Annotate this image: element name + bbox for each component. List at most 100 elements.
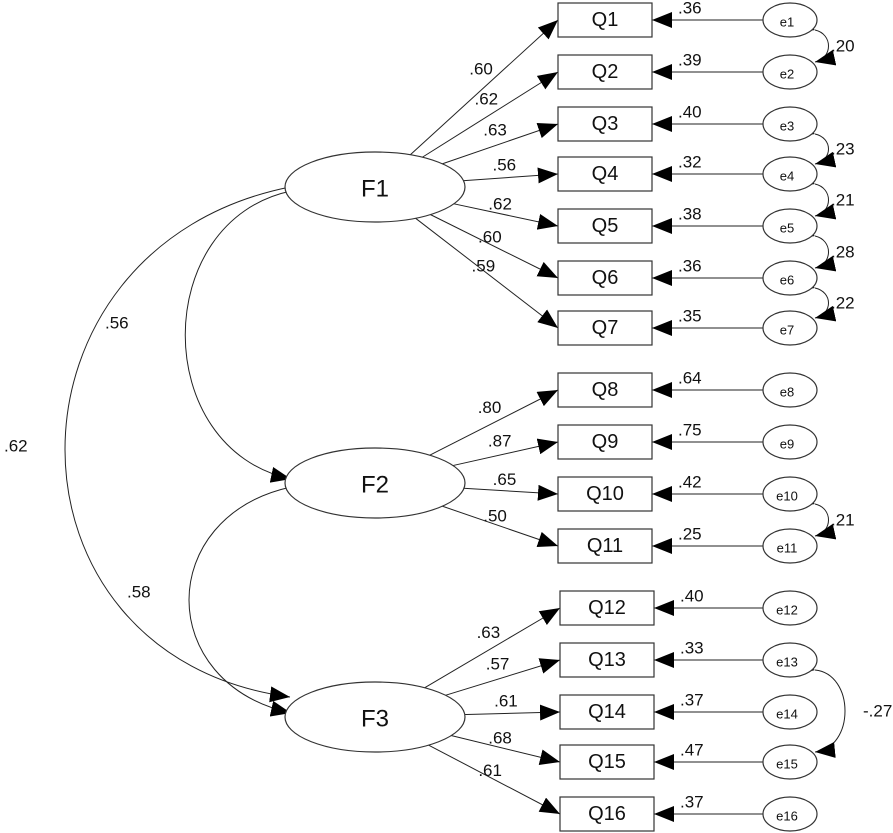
item-box bbox=[557, 372, 653, 408]
error-ellipse bbox=[762, 372, 818, 408]
loading-arrow bbox=[414, 216, 559, 329]
error-variance-label: .47 bbox=[680, 741, 704, 760]
error-ellipse bbox=[762, 476, 818, 512]
loading-arrow bbox=[450, 438, 559, 467]
factor-ellipse bbox=[284, 151, 466, 223]
factor-correlation-arc bbox=[184, 178, 313, 483]
error-variance-label: .37 bbox=[680, 691, 704, 710]
error-label: e10 bbox=[776, 489, 798, 504]
error-variance-label: .32 bbox=[678, 153, 702, 172]
loading-arrow bbox=[428, 213, 559, 279]
connector-layer bbox=[64, 11, 846, 822]
item-label: Q16 bbox=[588, 803, 626, 825]
factor-label: F2 bbox=[361, 472, 389, 499]
item-label: Q11 bbox=[587, 535, 623, 557]
error-covariance-arc bbox=[793, 275, 837, 322]
loading-arrow bbox=[440, 505, 559, 548]
item-box bbox=[557, 54, 653, 90]
loading-arrow bbox=[408, 19, 559, 157]
loading-label: .68 bbox=[488, 728, 512, 747]
error-ellipse bbox=[762, 208, 818, 244]
loading-label: .63 bbox=[483, 121, 507, 140]
error-label: e4 bbox=[780, 169, 794, 184]
node-layer bbox=[284, 2, 818, 832]
error-ellipse bbox=[762, 260, 818, 296]
item-box bbox=[559, 744, 655, 780]
loading-arrow bbox=[426, 743, 561, 815]
error-covariance-arc bbox=[793, 121, 837, 168]
error-covariance-arc bbox=[793, 223, 837, 272]
error-covariance-label: .21 bbox=[831, 511, 855, 530]
error-ellipse bbox=[762, 106, 818, 142]
factor-correlation-label: .58 bbox=[127, 583, 151, 602]
item-box bbox=[559, 642, 655, 678]
error-label: e14 bbox=[776, 707, 798, 722]
factor-ellipse bbox=[284, 447, 466, 519]
error-label: e16 bbox=[776, 809, 798, 824]
item-label: Q8 bbox=[592, 379, 619, 401]
error-variance-label: .33 bbox=[680, 639, 704, 658]
item-label: Q4 bbox=[592, 163, 619, 185]
loading-label: .61 bbox=[494, 692, 518, 711]
item-label: Q10 bbox=[586, 483, 624, 505]
item-box bbox=[559, 694, 655, 730]
error-ellipse bbox=[762, 694, 818, 730]
item-label: Q9 bbox=[592, 431, 619, 453]
error-ellipse bbox=[762, 310, 818, 346]
loading-label: .60 bbox=[469, 60, 493, 79]
item-label: Q7 bbox=[592, 317, 619, 339]
error-covariance-arc bbox=[793, 171, 837, 220]
factor-correlation-arc bbox=[64, 175, 312, 703]
item-box bbox=[557, 260, 653, 296]
error-label: e6 bbox=[780, 273, 794, 288]
loading-arrow bbox=[422, 607, 561, 690]
error-label: e3 bbox=[780, 119, 794, 134]
error-variance-label: .40 bbox=[678, 103, 702, 122]
loading-label: .50 bbox=[483, 506, 507, 525]
error-covariance-arc bbox=[793, 17, 837, 66]
error-label: e2 bbox=[780, 67, 794, 82]
error-ellipse bbox=[762, 54, 818, 90]
error-variance-label: .36 bbox=[678, 0, 702, 18]
loading-label: .56 bbox=[492, 156, 516, 175]
item-box bbox=[557, 156, 653, 192]
factor-correlation-arc bbox=[188, 474, 313, 717]
error-covariance-label: .20 bbox=[831, 37, 855, 56]
error-variance-label: .36 bbox=[678, 257, 702, 276]
factor-ellipse bbox=[284, 681, 466, 753]
error-ellipse bbox=[762, 424, 818, 460]
loading-label: .80 bbox=[478, 398, 502, 417]
loading-label: .57 bbox=[486, 655, 510, 674]
item-box bbox=[557, 528, 653, 564]
loading-arrow bbox=[443, 658, 561, 697]
item-box bbox=[557, 2, 653, 38]
item-label: Q13 bbox=[588, 649, 626, 671]
item-box bbox=[557, 476, 653, 512]
error-ellipse bbox=[762, 744, 818, 780]
error-variance-label: .64 bbox=[678, 369, 702, 388]
error-ellipse bbox=[762, 156, 818, 192]
item-label: Q1 bbox=[592, 9, 619, 31]
factor-label: F3 bbox=[361, 706, 389, 733]
error-variance-label: .37 bbox=[680, 793, 704, 812]
factor-label: F1 bbox=[361, 176, 389, 203]
item-label: Q14 bbox=[588, 701, 626, 723]
error-ellipse bbox=[762, 2, 818, 38]
error-variance-label: .39 bbox=[678, 51, 702, 70]
error-ellipse bbox=[762, 590, 818, 626]
loading-label: .62 bbox=[488, 194, 512, 213]
error-variance-label: .75 bbox=[678, 421, 702, 440]
loading-arrow bbox=[448, 734, 561, 766]
error-label: e15 bbox=[776, 757, 798, 772]
factor-correlation-label: .56 bbox=[105, 314, 129, 333]
item-box bbox=[559, 590, 655, 626]
error-ellipse bbox=[762, 642, 818, 678]
error-label: e11 bbox=[777, 541, 798, 556]
item-label: Q12 bbox=[588, 597, 626, 619]
error-covariance-label: .23 bbox=[831, 140, 855, 159]
loading-label: .61 bbox=[478, 761, 502, 780]
error-variance-label: .25 bbox=[678, 525, 702, 544]
loading-arrow bbox=[462, 704, 561, 721]
